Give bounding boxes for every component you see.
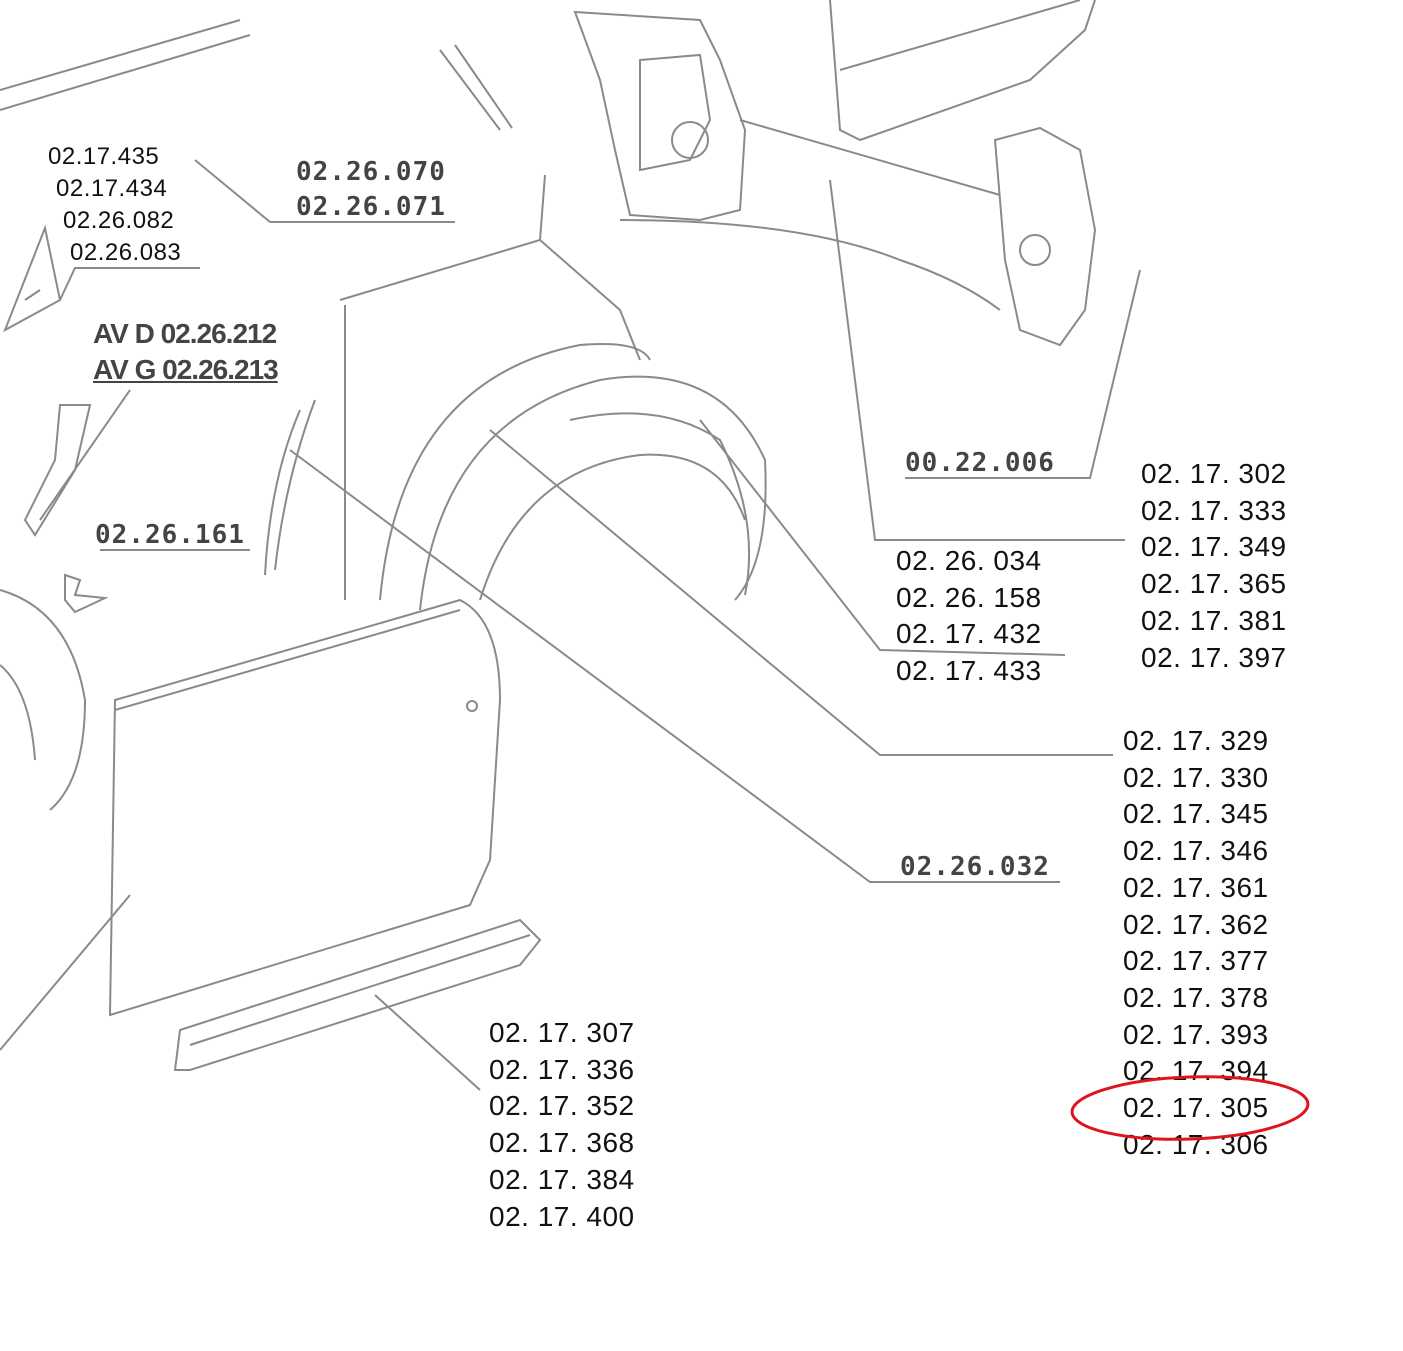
part-number: 02. 17. 397 bbox=[1141, 641, 1287, 673]
part-number: 02. 17. 302 bbox=[1141, 458, 1287, 489]
part-number: 02. 17. 361 bbox=[1123, 871, 1269, 903]
quarter-glass bbox=[3, 224, 62, 333]
leader-line bbox=[289, 449, 1060, 883]
part-number: AV D 02.26.212 bbox=[93, 318, 277, 349]
part-number: 02. 17. 400 bbox=[489, 1200, 635, 1232]
part-number: 02. 17. 378 bbox=[1123, 981, 1269, 1013]
leader-line bbox=[829, 179, 1125, 541]
part-number: 02. 17. 352 bbox=[489, 1090, 635, 1122]
part-number: 02.26.070 bbox=[296, 157, 446, 187]
roof-line bbox=[0, 19, 251, 111]
part-number: 02. 17. 393 bbox=[1123, 1018, 1269, 1050]
part-number: 02. 17. 346 bbox=[1123, 835, 1269, 867]
rear-lamp-right bbox=[993, 126, 1097, 347]
leader-line bbox=[905, 269, 1141, 479]
part-number: 02. 17. 368 bbox=[489, 1127, 635, 1159]
part-number: 02. 17. 349 bbox=[1141, 531, 1287, 563]
lamp-socket bbox=[1019, 234, 1051, 266]
leader-line bbox=[374, 994, 481, 1091]
part-number: 02. 17. 329 bbox=[1123, 725, 1269, 756]
part-number: 02. 17. 333 bbox=[1141, 494, 1287, 526]
part-number: 02. 26. 158 bbox=[896, 581, 1042, 613]
part-number: 02. 26. 034 bbox=[896, 545, 1042, 576]
door-hole bbox=[466, 700, 478, 712]
part-number-highlighted: 02. 17. 305 bbox=[1123, 1092, 1269, 1124]
leader-line bbox=[0, 894, 131, 1051]
part-number-mid-single: 02.26.032 bbox=[900, 852, 1050, 882]
part-number: 02. 17. 394 bbox=[1123, 1055, 1269, 1087]
leader-line bbox=[39, 389, 131, 521]
part-number: 02. 17. 384 bbox=[489, 1163, 635, 1195]
part-number: 02.26.071 bbox=[296, 192, 446, 222]
tailgate bbox=[829, 0, 1096, 142]
part-number: 02. 17. 307 bbox=[489, 1017, 635, 1048]
part-number-left-mid: 02.26.161 bbox=[95, 520, 245, 550]
part-number: AV G 02.26.213 bbox=[93, 354, 279, 385]
clip bbox=[64, 573, 109, 614]
part-number: 02. 17. 433 bbox=[896, 655, 1042, 687]
part-number: 02. 17. 362 bbox=[1123, 908, 1269, 940]
door-panel bbox=[108, 598, 502, 1017]
label-group-right: 02. 17. 329 02. 17. 330 02. 17. 345 02. … bbox=[1123, 723, 1269, 1163]
part-number: 02. 17. 306 bbox=[1123, 1128, 1269, 1160]
leader-line bbox=[194, 159, 455, 223]
door-seal bbox=[264, 399, 316, 576]
part-number: 02. 17. 345 bbox=[1123, 798, 1269, 830]
rear-lamp-left bbox=[573, 10, 747, 222]
rear-arch-left bbox=[0, 589, 87, 811]
part-number-right-top-single: 00.22.006 bbox=[905, 448, 1055, 478]
leader-line bbox=[699, 419, 1066, 656]
trim-piece bbox=[23, 404, 92, 537]
part-number: 02.26.082 bbox=[63, 207, 175, 234]
part-number: 02. 17. 365 bbox=[1141, 568, 1287, 600]
label-group-top-mid: 02.26.070 02.26.071 bbox=[296, 155, 446, 225]
pillar-strip bbox=[439, 44, 513, 131]
lamp-socket bbox=[671, 121, 709, 159]
part-number: 02. 17. 377 bbox=[1123, 945, 1269, 977]
label-group-right-top: 02. 17. 302 02. 17. 333 02. 17. 349 02. … bbox=[1141, 456, 1287, 676]
rear-panel bbox=[619, 119, 1001, 311]
part-number: 02.26.083 bbox=[70, 239, 182, 266]
label-group-center: 02. 26. 034 02. 26. 158 02. 17. 432 02. … bbox=[896, 543, 1042, 690]
a-pillar-trim bbox=[339, 174, 641, 600]
label-group-av: AV D 02.26.212 AV G 02.26.213 bbox=[93, 316, 279, 388]
front-wheel-arch bbox=[379, 343, 767, 611]
part-number: 02.17.435 bbox=[48, 143, 160, 170]
wheel-arch-liner bbox=[479, 412, 751, 601]
label-group-top-left: 02.17.435 02.17.434 02.26.082 02.26.083 bbox=[48, 141, 181, 269]
part-number: 02. 17. 432 bbox=[896, 618, 1042, 650]
leader-line bbox=[59, 267, 200, 301]
label-group-bottom: 02. 17. 307 02. 17. 336 02. 17. 352 02. … bbox=[489, 1015, 635, 1235]
part-number: 02. 17. 330 bbox=[1123, 761, 1269, 793]
sill-trim bbox=[173, 918, 542, 1071]
part-number: 02.17.434 bbox=[56, 175, 168, 202]
leader-line bbox=[489, 429, 1113, 756]
part-number: 02. 17. 381 bbox=[1141, 604, 1287, 636]
part-number: 02. 17. 336 bbox=[489, 1053, 635, 1085]
